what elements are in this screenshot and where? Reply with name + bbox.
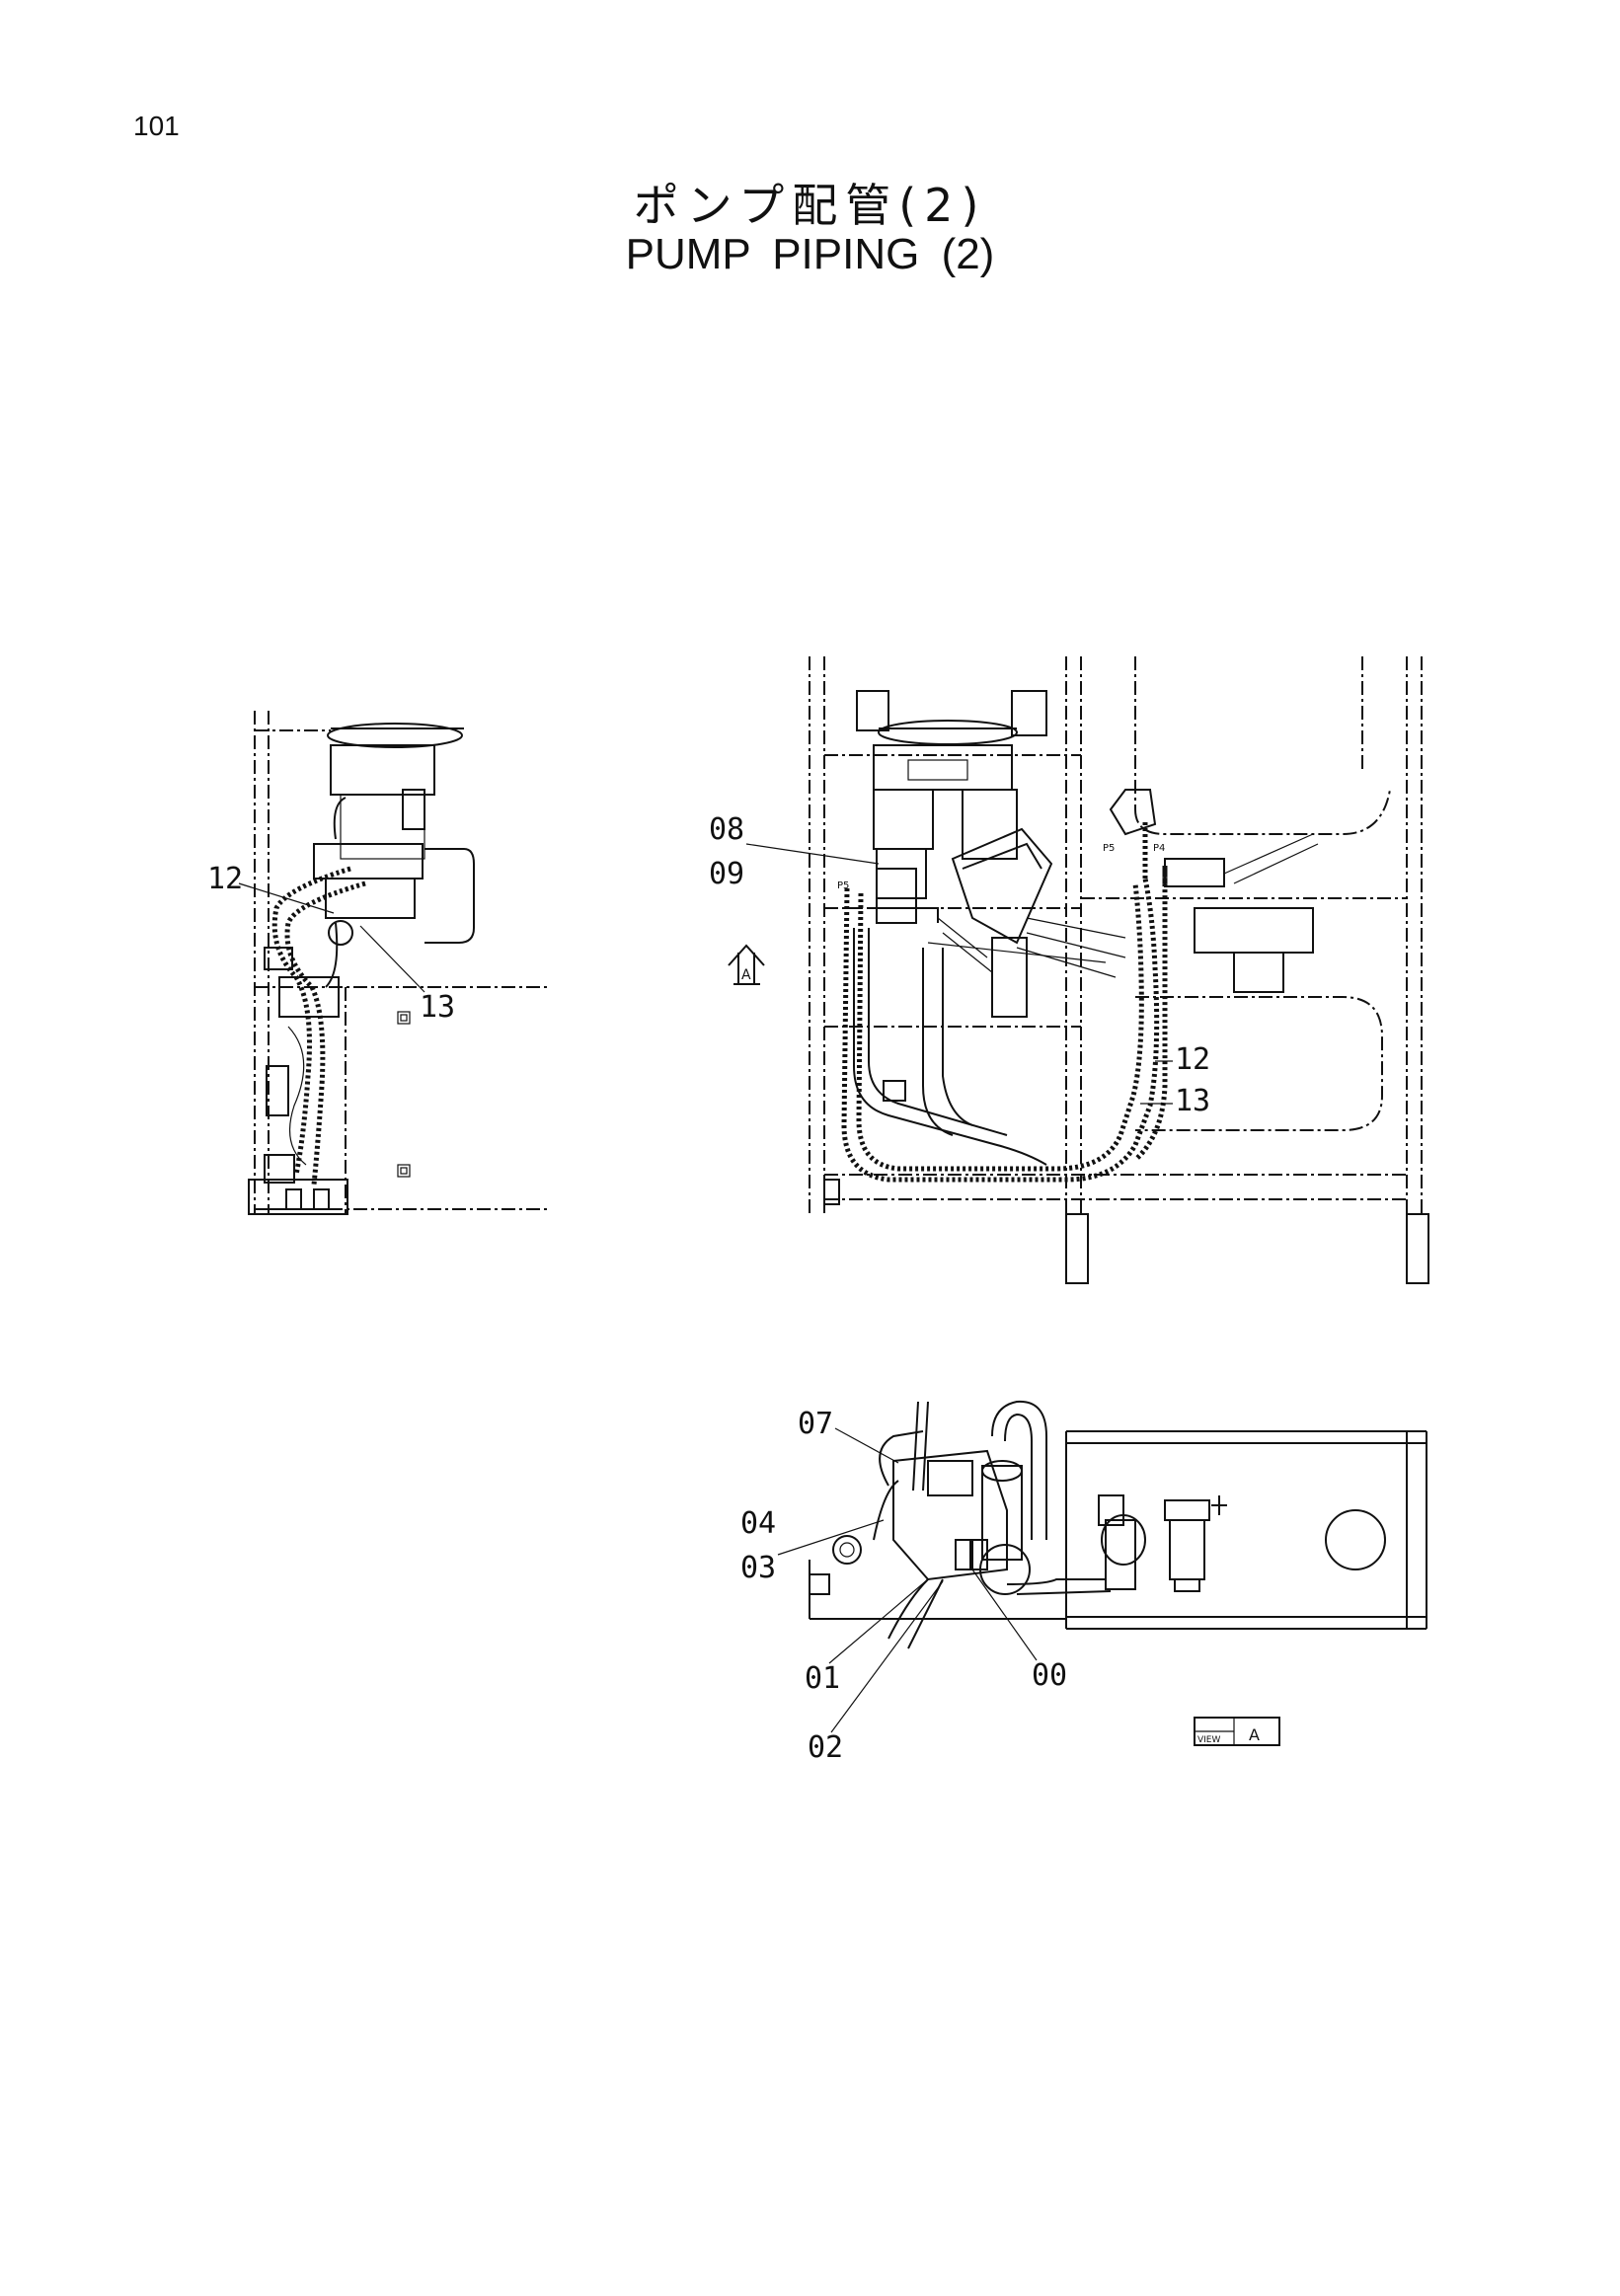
page-number: 101 <box>133 111 180 141</box>
port-label-p5-left: P5 <box>837 880 849 891</box>
callout-top-08: 08 <box>709 812 744 847</box>
callout-left-13: 13 <box>420 990 455 1025</box>
detail-view <box>809 1400 1427 1649</box>
port-label-p4: P4 <box>1153 843 1165 854</box>
plan-view <box>809 656 1429 1284</box>
callout-bot-03: 03 <box>740 1551 776 1585</box>
callout-bot-07: 07 <box>798 1407 833 1441</box>
callout-top-09: 09 <box>709 857 744 891</box>
view-marker-letter: A <box>741 967 751 983</box>
callout-bot-01: 01 <box>805 1661 840 1696</box>
callout-top-13: 13 <box>1175 1084 1210 1118</box>
view-box-label: VIEW <box>1197 1735 1220 1745</box>
callout-bot-02: 02 <box>808 1730 843 1765</box>
view-box-letter: A <box>1249 1725 1260 1744</box>
side-view <box>248 711 548 1215</box>
view-direction-marker: A <box>728 944 765 985</box>
title-japanese: ポンプ配管(2) <box>633 179 987 232</box>
port-label-p5-right: P5 <box>1103 843 1115 854</box>
title-english: PUMP PIPING (2) <box>625 230 995 278</box>
callout-top-12: 12 <box>1175 1042 1210 1077</box>
callout-bot-00: 00 <box>1032 1658 1067 1693</box>
callout-left-12: 12 <box>207 862 243 896</box>
callout-bot-04: 04 <box>740 1506 776 1541</box>
view-a-box: VIEW A <box>1194 1717 1280 1746</box>
